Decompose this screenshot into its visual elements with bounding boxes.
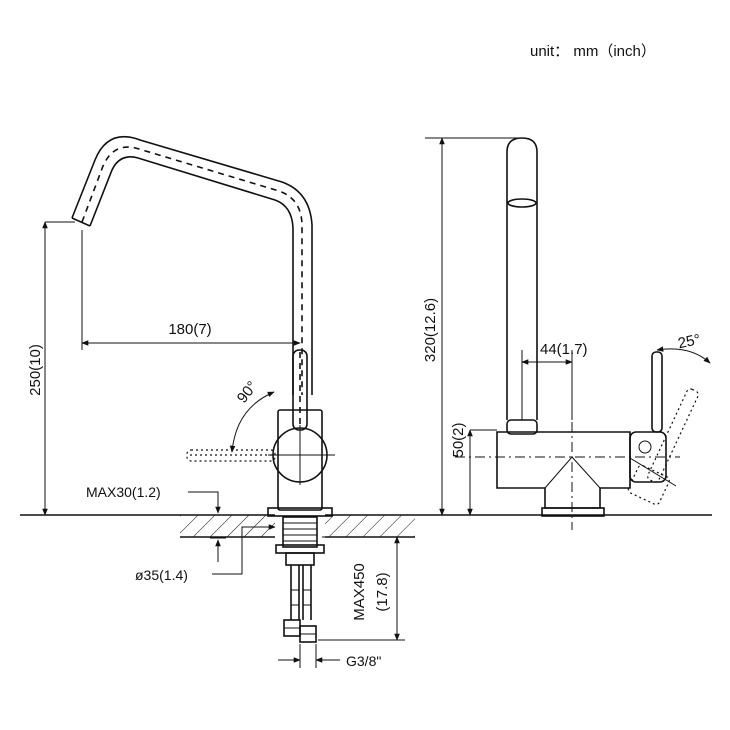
handle-lever xyxy=(292,349,308,431)
side-view: 320(12.6) 44(1.7) 50(2) 25° xyxy=(422,137,712,530)
mounting-shank xyxy=(282,516,318,548)
connection-thread-dim: G3/8" xyxy=(346,653,381,669)
spout-tube xyxy=(71,135,313,395)
units-label: unit： mm（inch） xyxy=(530,43,656,60)
side-faucet-body xyxy=(496,431,631,509)
total-height-dim: 320(12.6) xyxy=(422,298,439,362)
max-deck-thickness-dim: MAX30(1.2) xyxy=(86,484,161,500)
front-view: 250(10) 180(7) 90° MAX30(1.2) ø35(1.4) M… xyxy=(20,135,430,669)
reach-dim: 180(7) xyxy=(168,321,211,338)
max-hose-length-dim: MAX450 xyxy=(351,563,368,621)
spout-height-dim: 250(10) xyxy=(27,344,44,396)
max-hose-length-inch-dim: (17.8) xyxy=(374,572,391,611)
side-spout-tube xyxy=(506,137,538,420)
body-height-dim: 50(2) xyxy=(450,422,467,457)
handle-angle-dim: 25° xyxy=(676,331,702,352)
side-handle-lever xyxy=(651,351,663,433)
supply-hoses xyxy=(290,565,312,620)
hole-diameter-dim: ø35(1.4) xyxy=(135,567,188,583)
handle-offset-dim: 44(1.7) xyxy=(540,341,588,358)
